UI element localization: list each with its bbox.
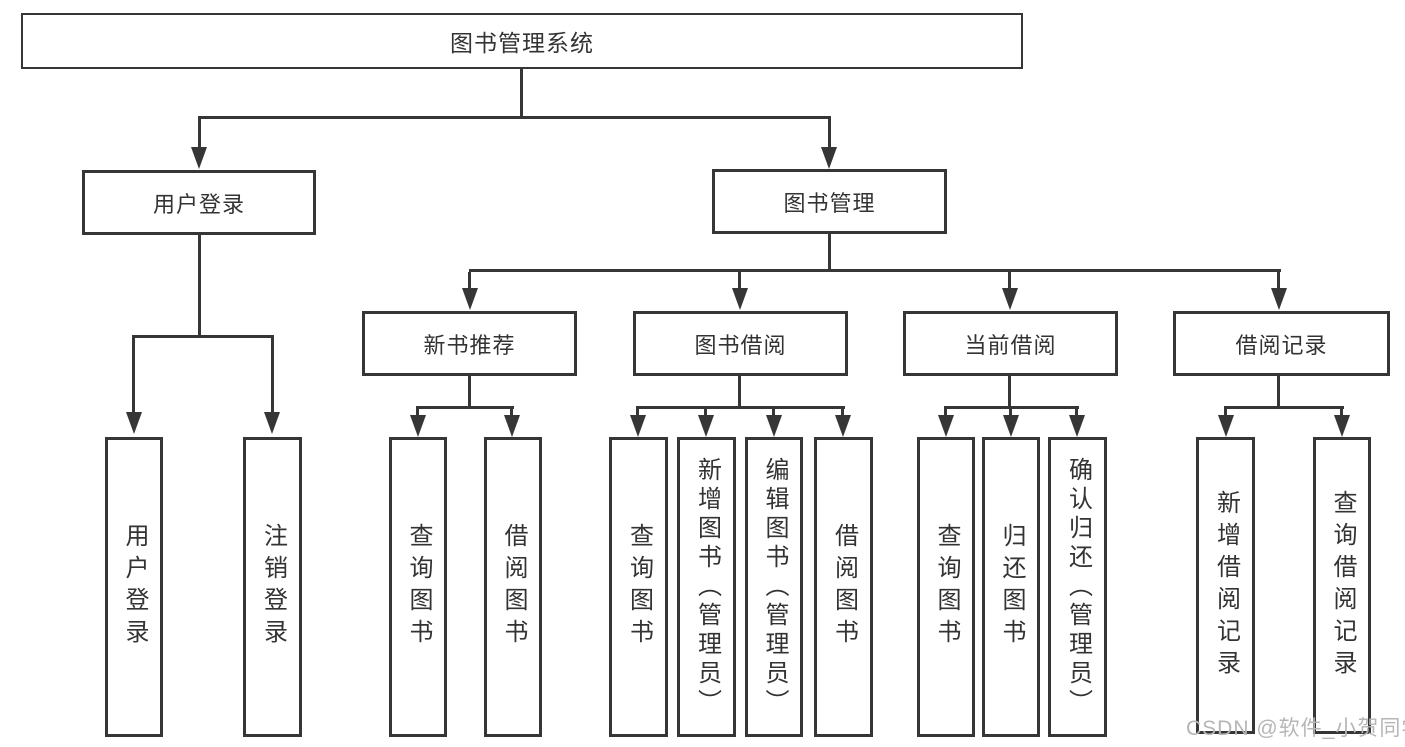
node-user-login-group-label: 用户登录 [152, 191, 245, 217]
node-borrow-records-label: 借阅记录 [1235, 332, 1328, 358]
arrow-down-icon [264, 412, 280, 434]
arrow-down-icon [1069, 415, 1085, 437]
watermark-text: CSDN @软件_小贺同学 [1186, 717, 1405, 740]
leaf-add-borrow-record-label: 新增借阅记录 [1212, 489, 1240, 682]
connector-line [1277, 376, 1280, 409]
arrow-down-icon [504, 415, 520, 437]
leaf-borrow-book-borrow: 借阅图书 [814, 437, 873, 737]
arrow-down-icon [462, 288, 478, 310]
leaf-query-book-new-label: 查询图书 [405, 523, 432, 651]
leaf-borrow-book-borrow-label: 借阅图书 [830, 523, 858, 651]
connector-line [198, 235, 201, 338]
connector-line [944, 406, 1079, 409]
connector-line [468, 272, 471, 288]
connector-line [636, 406, 845, 409]
leaf-query-book-current: 查询图书 [917, 437, 975, 737]
connector-line [772, 409, 775, 415]
arrow-down-icon [938, 415, 954, 437]
node-book-management-label: 图书管理 [783, 190, 876, 216]
leaf-query-borrow-record-label: 查询借阅记录 [1329, 489, 1356, 682]
node-root-label: 图书管理系统 [450, 30, 594, 56]
connector-line [132, 338, 135, 412]
connector-line [1224, 409, 1227, 415]
connector-line [1008, 376, 1011, 409]
node-new-book-recommend-label: 新书推荐 [423, 332, 516, 358]
arrow-down-icon [698, 415, 714, 437]
connector-line [1224, 406, 1344, 409]
node-current-borrowing-label: 当前借阅 [964, 332, 1057, 358]
leaf-query-book-borrow: 查询图书 [609, 437, 668, 737]
leaf-query-book-new: 查询图书 [389, 437, 447, 737]
leaf-return-book-label: 归还图书 [998, 523, 1025, 651]
leaf-query-borrow-record: 查询借阅记录 [1313, 437, 1371, 734]
arrow-down-icon [835, 415, 851, 437]
leaf-logout: 注销登录 [243, 437, 302, 737]
connector-line [416, 409, 419, 415]
leaf-user-login-label: 用户登录 [121, 523, 148, 651]
leaf-borrow-book-new: 借阅图书 [484, 437, 542, 737]
node-book-borrowing-label: 图书借阅 [694, 332, 787, 358]
leaf-edit-book-admin-label: 编辑图书（管理员） [761, 456, 788, 718]
leaf-add-book-admin: 新增图书（管理员） [677, 437, 736, 737]
node-book-management: 图书管理 [712, 169, 947, 234]
connector-line [132, 335, 274, 338]
leaf-edit-book-admin: 编辑图书（管理员） [745, 437, 803, 737]
connector-line [520, 69, 523, 119]
leaf-return-book: 归还图书 [982, 437, 1040, 737]
connector-line [1277, 272, 1280, 288]
arrow-down-icon [1271, 288, 1287, 310]
connector-line [828, 119, 831, 149]
connector-line [828, 234, 831, 272]
connector-line [1340, 409, 1343, 415]
connector-line [636, 409, 639, 415]
leaf-query-book-borrow-label: 查询图书 [625, 523, 653, 651]
connector-line [738, 272, 741, 288]
node-root: 图书管理系统 [21, 13, 1023, 69]
node-book-borrowing: 图书借阅 [633, 311, 848, 376]
connector-line [468, 376, 471, 409]
node-user-login-group: 用户登录 [82, 170, 316, 235]
connector-line [704, 409, 707, 415]
connector-line [416, 406, 514, 409]
leaf-add-book-admin-label: 新增图书（管理员） [693, 456, 721, 718]
connector-line [510, 409, 513, 415]
leaf-user-login: 用户登录 [105, 437, 163, 737]
node-borrow-records: 借阅记录 [1173, 311, 1390, 376]
arrow-down-icon [410, 415, 426, 437]
connector-line [198, 119, 201, 149]
connector-line [841, 409, 844, 415]
connector-line [1075, 409, 1078, 415]
watermark: CSDN @软件_小贺同学 [1186, 712, 1405, 742]
leaf-confirm-return-admin-label: 确认归还（管理员） [1064, 456, 1092, 718]
arrow-down-icon [1003, 415, 1019, 437]
node-new-book-recommend: 新书推荐 [362, 311, 577, 376]
arrow-down-icon [126, 412, 142, 434]
arrow-down-icon [766, 415, 782, 437]
arrow-down-icon [1002, 288, 1018, 310]
arrow-down-icon [1334, 415, 1350, 437]
leaf-logout-label: 注销登录 [259, 523, 287, 651]
connector-line [198, 116, 831, 119]
arrow-down-icon [1218, 415, 1234, 437]
arrow-down-icon [821, 147, 837, 169]
leaf-add-borrow-record: 新增借阅记录 [1196, 437, 1255, 734]
connector-line [469, 269, 1281, 272]
arrow-down-icon [630, 415, 646, 437]
leaf-query-book-current-label: 查询图书 [933, 523, 960, 651]
leaf-borrow-book-new-label: 借阅图书 [500, 523, 527, 651]
connector-line [738, 376, 741, 409]
node-current-borrowing: 当前借阅 [903, 311, 1118, 376]
connector-line [1009, 409, 1012, 415]
connector-line [944, 409, 947, 415]
connector-line [1008, 272, 1011, 288]
arrow-down-icon [732, 288, 748, 310]
connector-line [271, 338, 274, 412]
arrow-down-icon [191, 147, 207, 169]
leaf-confirm-return-admin: 确认归还（管理员） [1048, 437, 1107, 737]
